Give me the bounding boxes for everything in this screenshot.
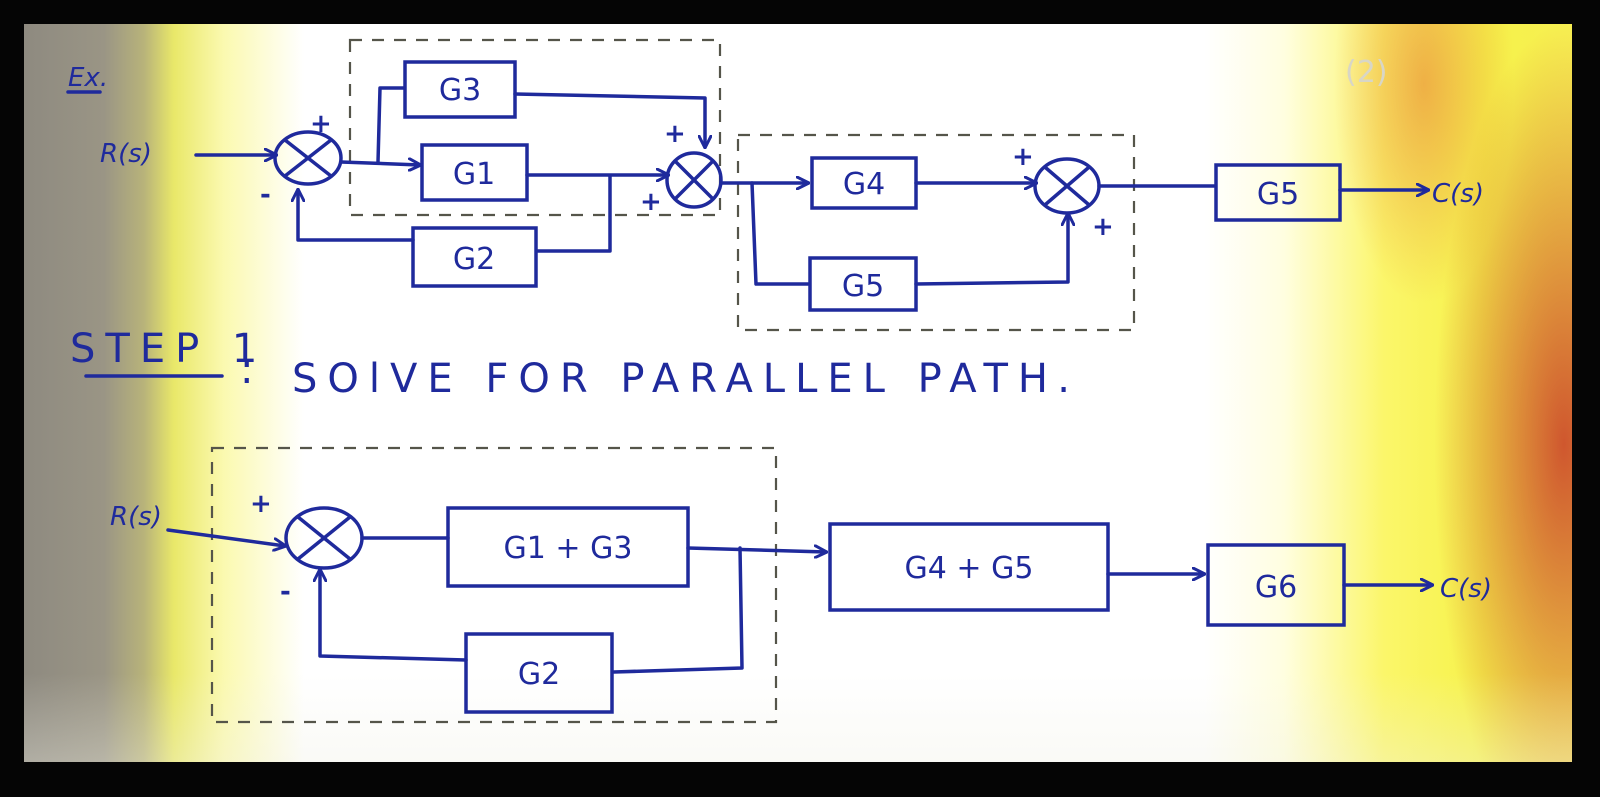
reduced-diagram: R(s) + - G1 + G3 G2 G4 + G5 G6 C(s): [110, 446, 1492, 724]
paper-sheet: [24, 24, 1572, 762]
d1-feedback-path-right: [536, 174, 612, 253]
d1-sign-s1-bottom: -: [260, 180, 271, 210]
step-description: SOlVE FOR PARALLEL PATH.: [292, 356, 1080, 402]
d2-sign-top: +: [250, 489, 272, 519]
original-diagram: R(s) + - G3 G1 G2 +: [100, 38, 1484, 332]
dashed-group-g4-g5: [736, 133, 1136, 332]
d1-block-g5-parallel-label: G5: [842, 269, 884, 304]
d2-block-g2-label: G2: [518, 657, 560, 692]
d1-sign-s3-bottom: +: [1092, 212, 1114, 242]
d2-block-g2: [464, 632, 614, 714]
d2-feedback-to-junction: [320, 570, 468, 662]
d2-input-label: R(s): [110, 502, 162, 532]
dashed-group-g1-g3: [348, 38, 722, 217]
d2-summing-junction: [284, 506, 364, 570]
d1-output-label: C(s): [1432, 179, 1484, 209]
d1-g3-to-junction-2: [513, 92, 705, 147]
step-label: STEP 1: [70, 326, 267, 372]
d1-block-g1: [420, 143, 529, 202]
d2-block-g6-label: G6: [1255, 570, 1297, 605]
d2-feedback-path-right: [612, 546, 744, 674]
d1-input-label: R(s): [100, 139, 152, 169]
d1-block-g3: [403, 60, 517, 119]
d1-block-g5-series-label: G5: [1257, 177, 1299, 212]
d1-sign-s1-top: +: [310, 109, 332, 139]
d1-block-g3-label: G3: [439, 73, 481, 108]
d1-sign-s3-top: +: [1012, 142, 1034, 172]
d2-input-arrow: [166, 528, 285, 546]
d1-arrow-to-g1: [339, 162, 420, 165]
d1-block-g2: [411, 226, 538, 288]
page-mark: (2): [1345, 55, 1388, 90]
d1-block-g1-label: G1: [453, 157, 495, 192]
d1-block-g4-label: G4: [843, 167, 885, 202]
d1-block-g5-series: [1214, 163, 1342, 222]
d1-summing-junction-3: [1033, 157, 1101, 215]
d1-summing-junction-2: [665, 151, 723, 209]
d1-branch-to-g3: [376, 86, 406, 164]
d1-feedback-to-junction-1: [298, 190, 415, 242]
d1-g5-to-junction-3: [914, 214, 1068, 286]
d2-block-g4-plus-g5-label: G4 + G5: [905, 551, 1034, 586]
d1-sign-s2-bottom: +: [640, 187, 662, 217]
d2-arrow-to-g4g5: [686, 548, 826, 552]
d2-block-g1-plus-g3-label: G1 + G3: [504, 531, 633, 566]
example-label: Ex.: [68, 63, 108, 93]
d1-block-g2-label: G2: [453, 242, 495, 277]
step-separator: :: [240, 347, 263, 393]
d2-output-label: C(s): [1440, 574, 1492, 604]
d2-sign-bottom: -: [280, 577, 291, 607]
d1-sign-s2-top: +: [664, 119, 686, 149]
d1-branch-to-g5: [750, 181, 810, 286]
d1-summing-junction-1: [273, 130, 343, 186]
d2-block-g4-plus-g5: [828, 522, 1110, 612]
